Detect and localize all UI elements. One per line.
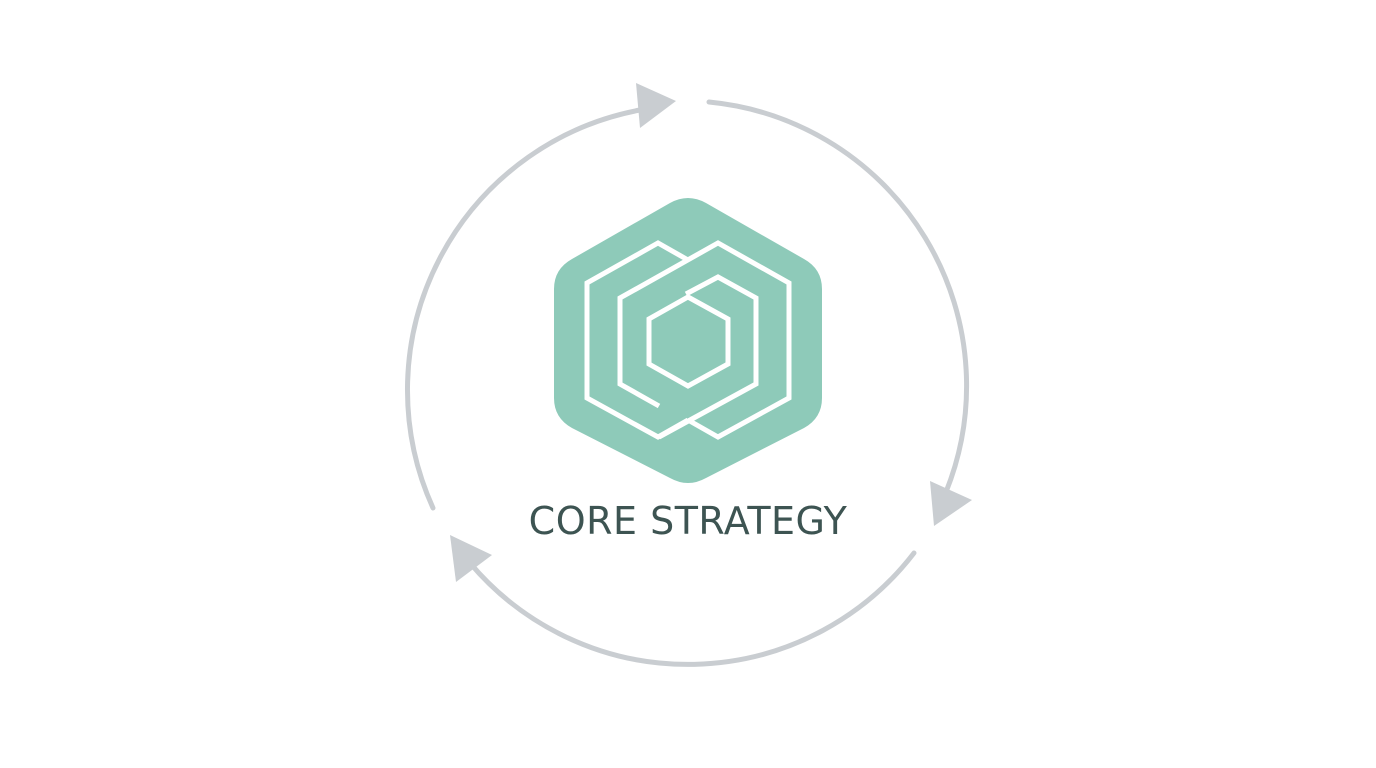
arrowhead-left-icon: [450, 535, 492, 582]
arrowhead-top-icon: [636, 83, 676, 128]
cycle-arrows-icon: [405, 99, 970, 667]
cycle-arrowheads: [450, 83, 972, 582]
core-strategy-label: CORE STRATEGY: [528, 499, 848, 543]
cycle-arc-right: [706, 99, 970, 495]
cycle-arc-bottom: [467, 550, 917, 667]
interlocking-hexagons-icon: [554, 198, 822, 483]
cycle-arc-top-left: [405, 107, 643, 511]
hexagon-background: [554, 198, 822, 483]
hexagon-line-pattern: [584, 240, 792, 440]
arrowhead-right-icon: [930, 481, 972, 526]
